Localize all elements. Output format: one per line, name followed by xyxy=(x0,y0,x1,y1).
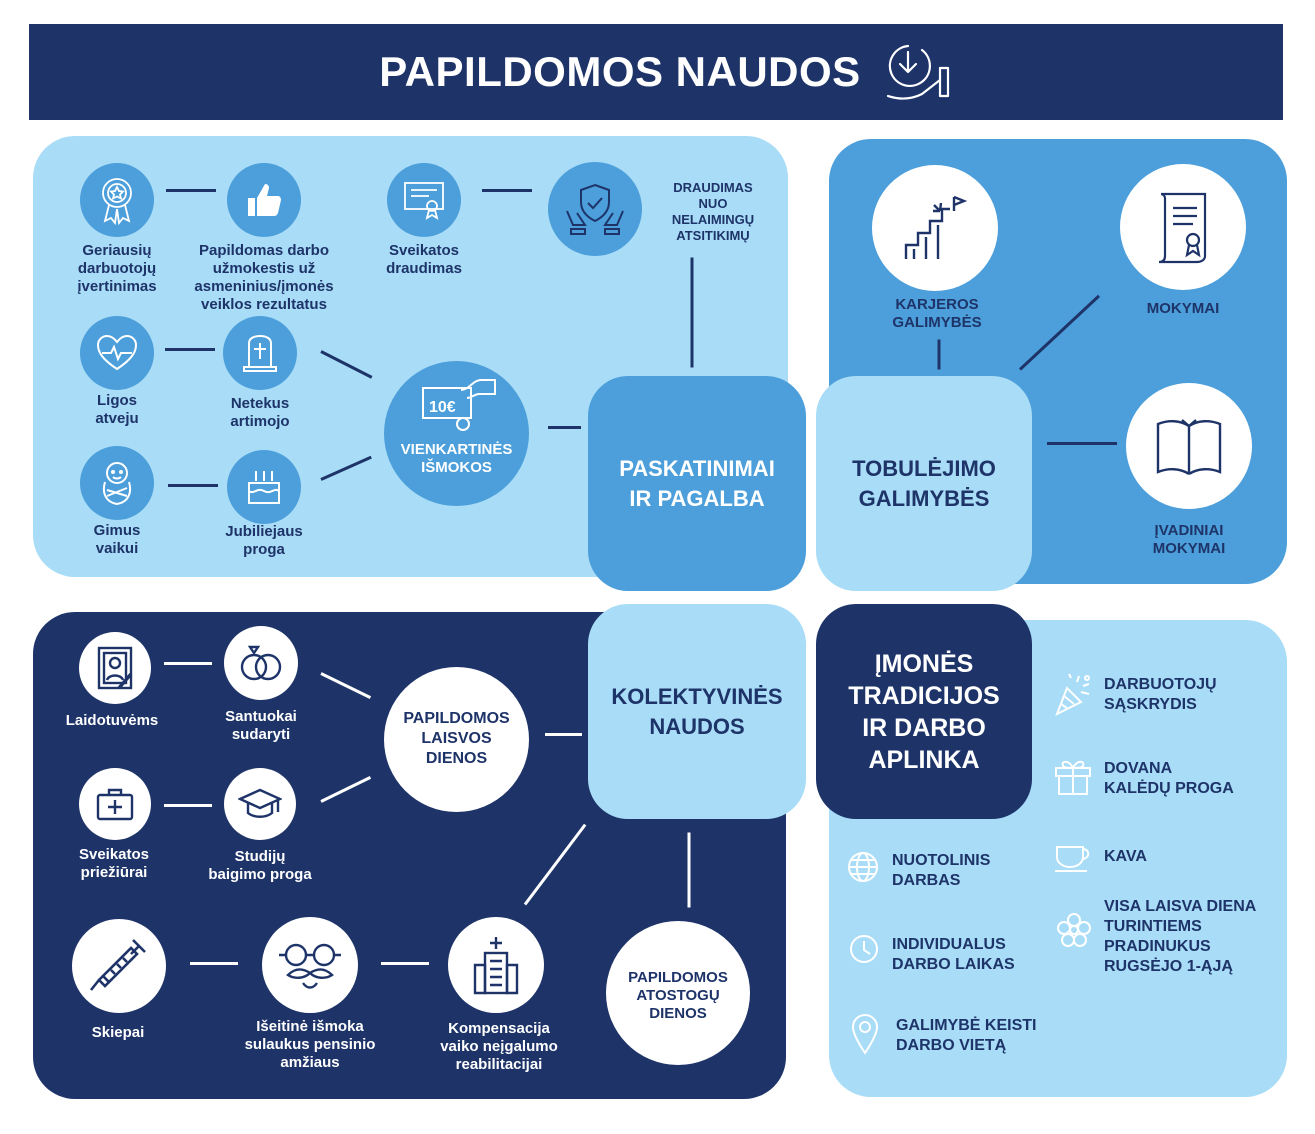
shield-hands-icon xyxy=(548,162,642,256)
label-training: MOKYMAI xyxy=(1146,300,1220,317)
syringe-icon xyxy=(72,919,166,1013)
location-pin-icon xyxy=(851,1013,879,1055)
connector-line xyxy=(687,832,691,908)
connector-line xyxy=(690,257,694,368)
hospital-building-icon xyxy=(448,917,544,1013)
label-extra-free-days: PAPILDOMOS LAISVOS DIENOS xyxy=(403,710,510,767)
diploma-icon xyxy=(1120,164,1246,290)
connector-line xyxy=(482,189,532,192)
connector-line xyxy=(381,962,429,965)
one-time-payment-node xyxy=(384,361,529,506)
badge-icon xyxy=(80,163,154,237)
connector-line xyxy=(937,339,941,370)
label-extra-pay: Papildomas darbo užmokestis už asmeniniu… xyxy=(194,242,334,313)
tombstone-icon xyxy=(223,316,297,390)
hub-incentives: PASKATINIMAI IR PAGALBA xyxy=(588,376,806,591)
party-popper-icon xyxy=(1053,672,1093,716)
hand-coin-icon xyxy=(878,38,962,104)
label-bereavement: Netekus artimojo xyxy=(230,395,290,430)
open-book-icon xyxy=(1126,383,1252,509)
hub-development-label: TOBULĖJIMO GALIMYBĖS xyxy=(852,455,996,511)
connector-line xyxy=(166,189,216,192)
label-gift: DOVANA KALĖDŲ PROGA xyxy=(1104,760,1234,797)
coffee-cup-icon xyxy=(1053,843,1095,873)
hub-collective-label: KOLEKTYVINĖS NAUDOS xyxy=(611,683,783,739)
money-hand-icon: 10€ xyxy=(421,374,497,432)
label-intro-training: ĮVADINIAI MOKYMAI xyxy=(1152,522,1226,557)
stairs-flag-icon xyxy=(872,165,998,291)
hub-traditions-label: ĮMONĖS TRADICIJOS IR DARBO APLINKA xyxy=(848,649,1000,774)
label-flex-hours: INDIVIDUALUS DARBO LAIKAS xyxy=(892,936,1015,973)
label-health-insurance: Sveikatos draudimas xyxy=(386,242,462,277)
label-vacation-days: PAPILDOMOS ATOSTOGŲ DIENOS xyxy=(628,969,728,1022)
rings-icon xyxy=(224,626,298,700)
label-workplace: GALIMYBĖ KEISTI DARBO VIETĄ xyxy=(896,1017,1037,1054)
label-retirement: Išeitinė išmoka sulaukus pensinio amžiau… xyxy=(244,1018,376,1071)
certificate-icon xyxy=(387,163,461,237)
label-illness: Ligos atveju xyxy=(95,392,139,427)
label-remote: NUOTOLINIS DARBAS xyxy=(892,852,991,889)
label-day-off: VISA LAISVA DIENA TURINTIEMS PRADINUKUS … xyxy=(1104,898,1257,975)
connector-line xyxy=(1047,442,1117,445)
connector-line xyxy=(164,662,212,665)
connector-line xyxy=(545,733,582,736)
label-marriage: Santuokai sudaryti xyxy=(225,708,297,743)
hub-development: TOBULĖJIMO GALIMYBĖS xyxy=(816,376,1032,591)
label-gathering: DARBUOTOJŲ SĄSKRYDIS xyxy=(1104,676,1217,713)
label-one-time-payments: VIENKARTINĖS IŠMOKOS xyxy=(400,441,513,476)
label-best-employee: Geriausių darbuotojų įvertinimas xyxy=(77,242,157,295)
connector-line xyxy=(190,962,238,965)
globe-icon xyxy=(846,850,880,884)
baby-icon xyxy=(80,446,154,520)
gift-icon xyxy=(1053,756,1093,796)
label-health-care: Sveikatos priežiūrai xyxy=(78,846,150,881)
label-accident-insurance: DRAUDIMAS NUO NELAIMINGŲ ATSITIKIMŲ xyxy=(671,180,755,243)
label-compensation: Kompensacija vaiko neįgalumo reabilitaci… xyxy=(440,1020,558,1073)
connector-line xyxy=(164,804,212,807)
hub-traditions: ĮMONĖS TRADICIJOS IR DARBO APLINKA xyxy=(816,604,1032,819)
heart-pulse-icon xyxy=(80,316,154,390)
label-vaccines: Skiepai xyxy=(91,1024,145,1041)
label-career: KARJEROS GALIMYBĖS xyxy=(892,296,982,331)
header-banner xyxy=(29,24,1283,120)
medical-kit-icon xyxy=(79,768,151,840)
label-birth: Gimus vaikui xyxy=(93,522,141,557)
label-funeral: Laidotuvėms xyxy=(65,712,159,729)
portrait-frame-icon xyxy=(79,632,151,704)
connector-line xyxy=(548,426,581,429)
connector-line xyxy=(168,484,218,487)
flower-icon xyxy=(1057,913,1091,947)
label-graduation: Studijų baigimo proga xyxy=(208,848,312,883)
page-title: PAPILDOMOS NAUDOS xyxy=(379,48,861,95)
cake-icon xyxy=(227,450,301,524)
extra-days-node xyxy=(384,667,529,812)
vacation-days-node xyxy=(606,921,750,1065)
hub-incentives-label: PASKATINIMAI IR PAGALBA xyxy=(619,455,775,511)
glasses-mustache-icon xyxy=(262,917,358,1013)
hub-collective: KOLEKTYVINĖS NAUDOS xyxy=(588,604,806,819)
label-coffee: KAVA xyxy=(1104,848,1147,865)
clock-icon xyxy=(848,933,880,965)
svg-text:10€: 10€ xyxy=(429,399,456,416)
graduation-cap-icon xyxy=(224,768,296,840)
connector-line xyxy=(165,348,215,351)
thumbs-up-icon xyxy=(227,163,301,237)
label-anniversary: Jubiliejaus proga xyxy=(225,523,303,558)
